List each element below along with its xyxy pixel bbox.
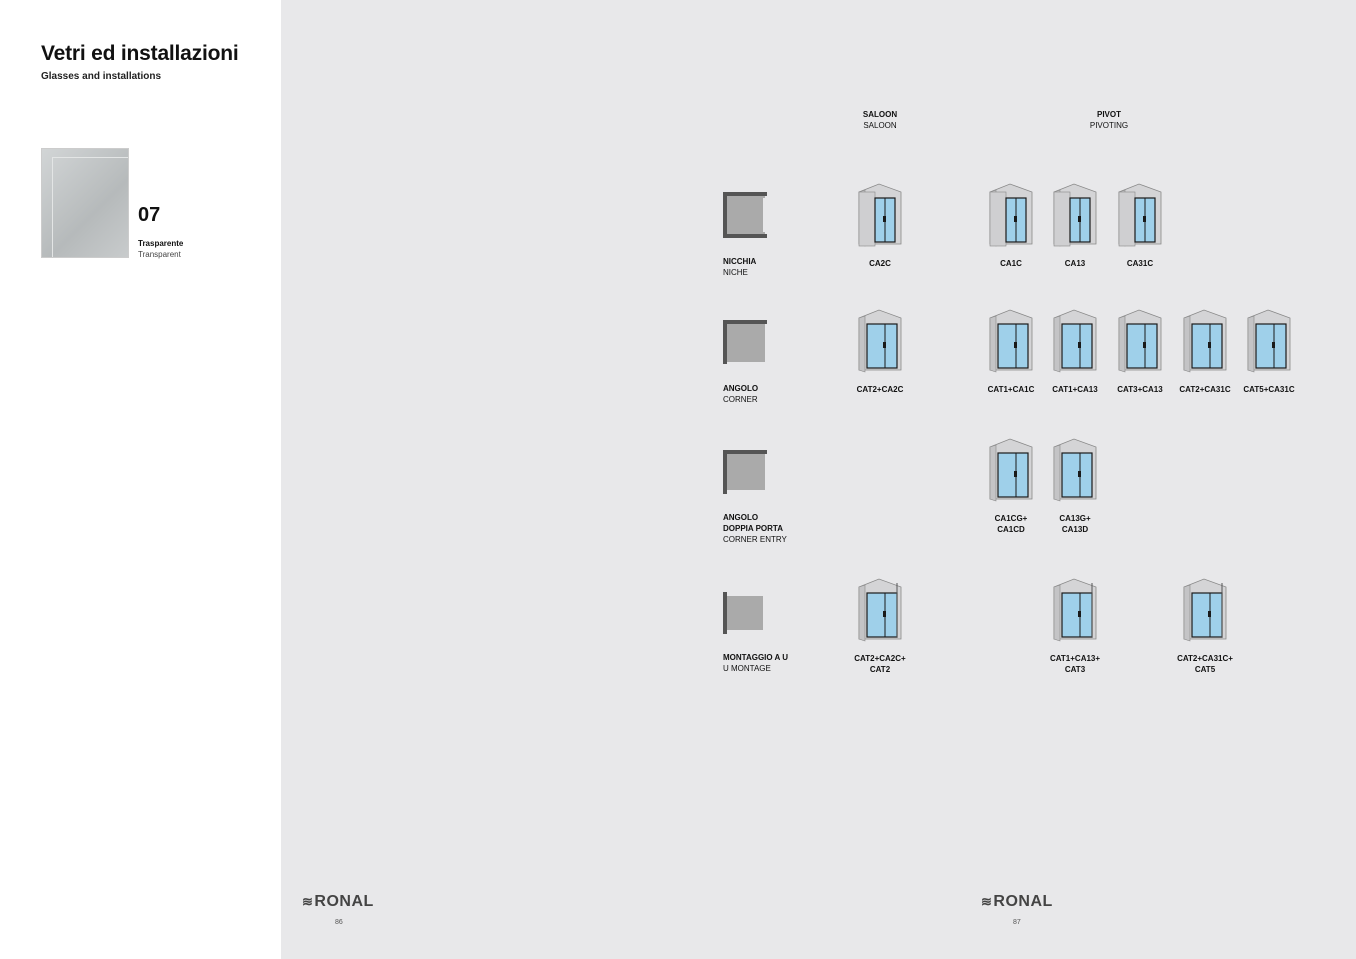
header-it: PIVOT	[1096, 110, 1121, 119]
left-panel: Vetri ed installazioni Glasses and insta…	[0, 0, 281, 959]
shower-enclosure-icon	[858, 309, 902, 373]
page-title: Vetri ed installazioni	[41, 42, 239, 65]
type-corner-entry: ANGOLO DOPPIA PORTA CORNER ENTRY	[723, 512, 787, 545]
ronal-logo-left: ≋RONAL	[302, 893, 374, 910]
shower-enclosure-icon	[1118, 183, 1162, 247]
product-item: CA1C	[971, 182, 1051, 269]
shower-enclosure-icon	[1183, 578, 1227, 642]
product-code-line: CAT2+CA2C+	[854, 654, 906, 663]
product-code-line: CA1CG+	[994, 514, 1028, 523]
product-code: CAT2+CA31C	[1179, 385, 1231, 394]
shower-enclosure-icon	[858, 183, 902, 247]
shower-enclosure-icon	[989, 438, 1033, 502]
brand-name: RONAL	[993, 893, 1053, 910]
product-item: CA1CG+ CA1CD	[971, 437, 1051, 535]
header-en: SALOON	[863, 121, 897, 130]
type-it: ANGOLO	[723, 513, 759, 522]
header-en: PIVOTING	[1089, 121, 1129, 130]
product-item: CA13	[1035, 182, 1115, 269]
type-it-2: DOPPIA PORTA	[723, 524, 784, 533]
page-number-left: 86	[335, 919, 343, 926]
shower-enclosure-icon	[989, 309, 1033, 373]
type-corner: ANGOLO CORNER	[723, 383, 758, 405]
type-niche: NICCHIA NICHE	[723, 256, 756, 278]
product-code: CA2C	[869, 259, 891, 268]
glass-name-en: Transparent	[138, 250, 181, 259]
product-code: CAT1+CA1C	[987, 385, 1035, 394]
shower-enclosure-icon	[1247, 309, 1291, 373]
column-header-saloon: SALOON SALOON	[820, 109, 940, 131]
product-code-line: CAT5	[1194, 665, 1216, 674]
brand-name: RONAL	[314, 893, 374, 910]
shower-enclosure-icon	[1053, 309, 1097, 373]
shower-enclosure-icon	[1183, 309, 1227, 373]
product-code-line: CA1CD	[997, 525, 1025, 534]
page-subtitle: Glasses and installations	[41, 71, 162, 82]
product-code: CA13	[1064, 259, 1086, 268]
shower-enclosure-icon	[989, 183, 1033, 247]
product-code-line: CAT3	[1064, 665, 1086, 674]
shower-enclosure-icon	[1053, 578, 1097, 642]
glass-code: 07	[138, 204, 161, 226]
glass-swatch-image	[41, 148, 129, 258]
product-code-line: CA13G+	[1059, 514, 1091, 523]
type-it: MONTAGGIO A U	[723, 653, 789, 662]
product-code: CAT2+CA2C	[856, 385, 904, 394]
shower-enclosure-icon	[1053, 438, 1097, 502]
product-code: CAT3+CA13	[1117, 385, 1163, 394]
product-code: CA13G+ CA13D	[1035, 513, 1115, 535]
type-u-montage: MONTAGGIO A U U MONTAGE	[723, 652, 788, 674]
product-code: CAT2+CA31C+ CAT5	[1165, 653, 1245, 675]
ronal-logo-right: ≋RONAL	[981, 893, 1053, 910]
corner-plan-icon	[723, 320, 767, 364]
corner-entry-plan-icon	[723, 450, 767, 494]
product-item: CAT2+CA2C+ CAT2	[840, 577, 920, 675]
product-code: CAT1+CA13	[1052, 385, 1098, 394]
product-item: CAT1+CA13+ CAT3	[1035, 577, 1115, 675]
product-item: CAT5+CA31C	[1229, 308, 1309, 395]
product-code: CAT2+CA2C+ CAT2	[840, 653, 920, 675]
product-code: CAT5+CA31C	[1243, 385, 1295, 394]
niche-plan-icon	[723, 192, 769, 238]
product-item: CAT1+CA13	[1035, 308, 1115, 395]
type-en: U MONTAGE	[723, 664, 771, 673]
product-code: CAT1+CA13+ CAT3	[1035, 653, 1115, 675]
product-code-line: CAT1+CA13+	[1049, 654, 1101, 663]
product-item: CAT2+CA2C	[840, 308, 920, 395]
product-item: CAT2+CA31C+ CAT5	[1165, 577, 1245, 675]
product-code-line: CA13D	[1061, 525, 1089, 534]
type-en: CORNER ENTRY	[723, 535, 787, 544]
type-en: CORNER	[723, 395, 758, 404]
type-en: NICHE	[723, 268, 748, 277]
product-code: CA1CG+ CA1CD	[971, 513, 1051, 535]
product-item: CAT3+CA13	[1100, 308, 1180, 395]
glass-name-it: Trasparente	[138, 239, 184, 248]
product-item: CA13G+ CA13D	[1035, 437, 1115, 535]
column-header-pivot: PIVOT PIVOTING	[1049, 109, 1169, 131]
product-code-line: CAT2+CA31C+	[1177, 654, 1233, 663]
product-item: CA31C	[1100, 182, 1180, 269]
header-it: SALOON	[862, 110, 898, 119]
product-code: CA1C	[1000, 259, 1022, 268]
u-montage-plan-icon	[723, 592, 763, 634]
page-number-right: 87	[1013, 919, 1021, 926]
shower-enclosure-icon	[858, 578, 902, 642]
shower-enclosure-icon	[1118, 309, 1162, 373]
type-it: ANGOLO	[723, 384, 759, 393]
product-item: CA2C	[840, 182, 920, 269]
product-code: CA31C	[1126, 259, 1154, 268]
type-it: NICCHIA	[723, 257, 757, 266]
shower-enclosure-icon	[1053, 183, 1097, 247]
product-item: CAT2+CA31C	[1165, 308, 1245, 395]
product-item: CAT1+CA1C	[971, 308, 1051, 395]
product-code-line: CAT2	[869, 665, 891, 674]
